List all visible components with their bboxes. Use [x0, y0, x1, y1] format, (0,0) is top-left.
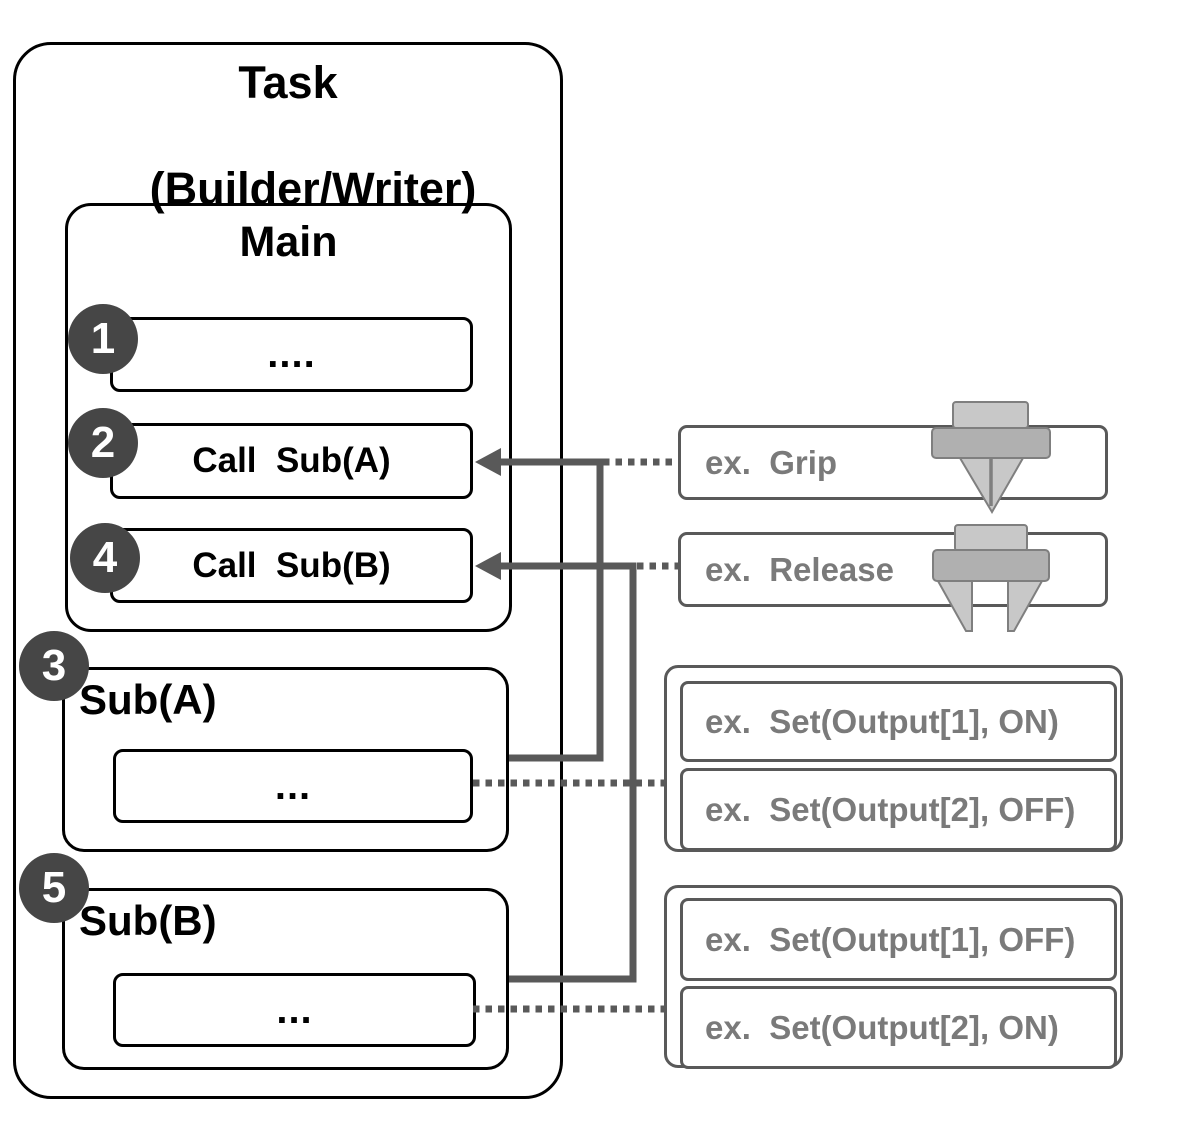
sub-b-body-box: ...	[113, 973, 476, 1047]
badge-2: 2	[68, 408, 138, 478]
badge-5: 5	[19, 853, 89, 923]
sub-b-box: Sub(B) ...	[62, 888, 509, 1070]
example-set-output1-off-label: ex. Set(Output[1], OFF)	[705, 920, 1076, 958]
badge-3: 3	[19, 631, 89, 701]
example-release-box: ex. Release	[678, 532, 1108, 607]
step-1-label: ....	[267, 332, 316, 376]
sub-a-box: Sub(A) ...	[62, 667, 509, 852]
step-box-call-sub-a: Call Sub(A)	[110, 423, 473, 499]
step-box-1: ....	[110, 317, 473, 392]
example-set-output2-off-box: ex. Set(Output[2], OFF)	[680, 768, 1117, 851]
call-sub-a-label: Call Sub(A)	[192, 441, 391, 480]
sub-b-title: Sub(B)	[79, 897, 217, 944]
task-title: Task (Builder/Writer)	[13, 56, 563, 268]
badge-4: 4	[70, 523, 140, 593]
badge-1: 1	[68, 304, 138, 374]
task-title-line2: (Builder/Writer)	[149, 163, 477, 214]
example-grip-label: ex. Grip	[705, 443, 838, 481]
call-sub-b-label: Call Sub(B)	[192, 545, 391, 585]
example-set-output1-on-box: ex. Set(Output[1], ON)	[680, 681, 1117, 762]
example-set-output1-off-box: ex. Set(Output[1], OFF)	[680, 898, 1117, 981]
example-set-output2-on-box: ex. Set(Output[2], ON)	[680, 986, 1117, 1069]
example-release-label: ex. Release	[705, 550, 894, 588]
example-set-output2-on-label: ex. Set(Output[2], ON)	[705, 1008, 1059, 1046]
sub-a-body-box: ...	[113, 749, 473, 823]
task-title-line1: Task	[238, 57, 338, 108]
main-title: Main	[239, 218, 338, 266]
step-box-call-sub-b: Call Sub(B)	[110, 528, 473, 603]
example-set-output2-off-label: ex. Set(Output[2], OFF)	[705, 790, 1076, 828]
sub-a-title: Sub(A)	[79, 676, 217, 723]
example-set-output1-on-label: ex. Set(Output[1], ON)	[705, 702, 1059, 740]
example-group-sub-a: ex. Set(Output[1], ON) ex. Set(Output[2]…	[664, 665, 1123, 852]
example-group-sub-b: ex. Set(Output[1], OFF) ex. Set(Output[2…	[664, 885, 1123, 1069]
example-grip-box: ex. Grip	[678, 425, 1108, 500]
sub-b-body-label: ...	[276, 987, 313, 1032]
sub-a-body-label: ...	[274, 763, 312, 808]
